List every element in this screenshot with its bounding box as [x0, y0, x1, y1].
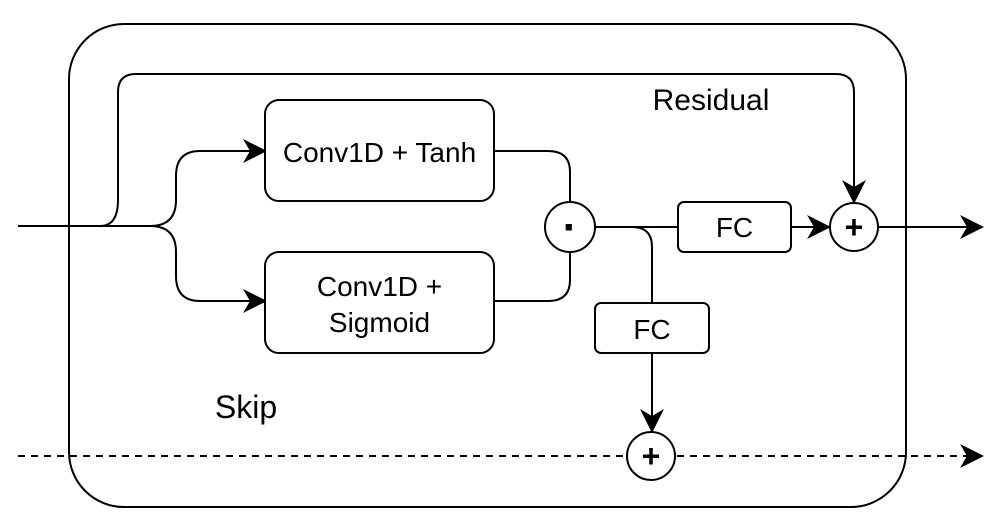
- wire-to-fc-skip: [620, 226, 653, 303]
- conv-sigmoid-label-line1: Conv1D +: [317, 271, 442, 302]
- residual-wire: [99, 73, 866, 227]
- wire-tanh-to-multiply: [494, 150, 571, 203]
- add-skip-symbol: +: [642, 438, 661, 474]
- fc-residual-label: FC: [716, 212, 753, 243]
- add-residual-node: [829, 202, 879, 252]
- add-skip-node: [626, 431, 676, 481]
- conv-tanh-label: Conv1D + Tanh: [283, 137, 476, 168]
- conv-sigmoid-label-line2: Sigmoid: [329, 307, 430, 338]
- wire-sigmoid-to-multiply: [494, 251, 571, 302]
- conv-sigmoid-box: [264, 251, 495, 354]
- fc-residual-box: [677, 201, 792, 253]
- conv-tanh-box: [264, 99, 495, 202]
- multiply-node: [544, 201, 596, 253]
- branch-wire-tanh: [149, 139, 267, 227]
- add-residual-symbol: +: [845, 209, 864, 245]
- skip-label: Skip: [215, 389, 277, 425]
- block-container: [68, 23, 907, 508]
- fc-skip-label: FC: [633, 314, 670, 345]
- multiply-symbol: ·: [563, 203, 578, 252]
- residual-label: Residual: [653, 84, 770, 117]
- fc-skip-box: [594, 302, 710, 354]
- branch-wire-sigmoid: [149, 225, 267, 313]
